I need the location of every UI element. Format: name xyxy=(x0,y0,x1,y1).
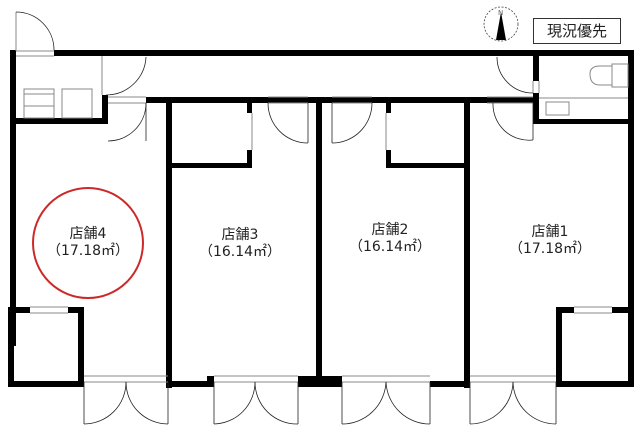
unit-label-2[interactable]: 店舗2 （16.14㎡） xyxy=(340,222,440,256)
thin-lines xyxy=(15,12,629,383)
unit-area: （16.14㎡） xyxy=(198,244,282,260)
unit-label-4[interactable]: 店舗4 （17.18㎡） xyxy=(38,226,138,260)
unit-name: 店舗2 xyxy=(371,222,409,238)
highlight-circle xyxy=(32,187,144,299)
unit-area: （17.18㎡） xyxy=(46,243,130,259)
unit-label-1[interactable]: 店舗1 （17.18㎡） xyxy=(500,224,600,258)
unit-name: 店舗4 xyxy=(69,226,107,242)
status-badge: 現況優先 xyxy=(533,18,621,44)
unit-name: 店舗3 xyxy=(221,227,259,243)
unit-name: 店舗1 xyxy=(531,224,569,240)
svg-text:N: N xyxy=(498,9,503,17)
walls xyxy=(8,50,634,388)
unit-label-3[interactable]: 店舗3 （16.14㎡） xyxy=(190,227,290,261)
unit-area: （16.14㎡） xyxy=(348,239,432,255)
door-swings xyxy=(15,11,557,425)
compass-icon: N xyxy=(483,6,519,42)
unit-area: （17.18㎡） xyxy=(508,241,592,257)
